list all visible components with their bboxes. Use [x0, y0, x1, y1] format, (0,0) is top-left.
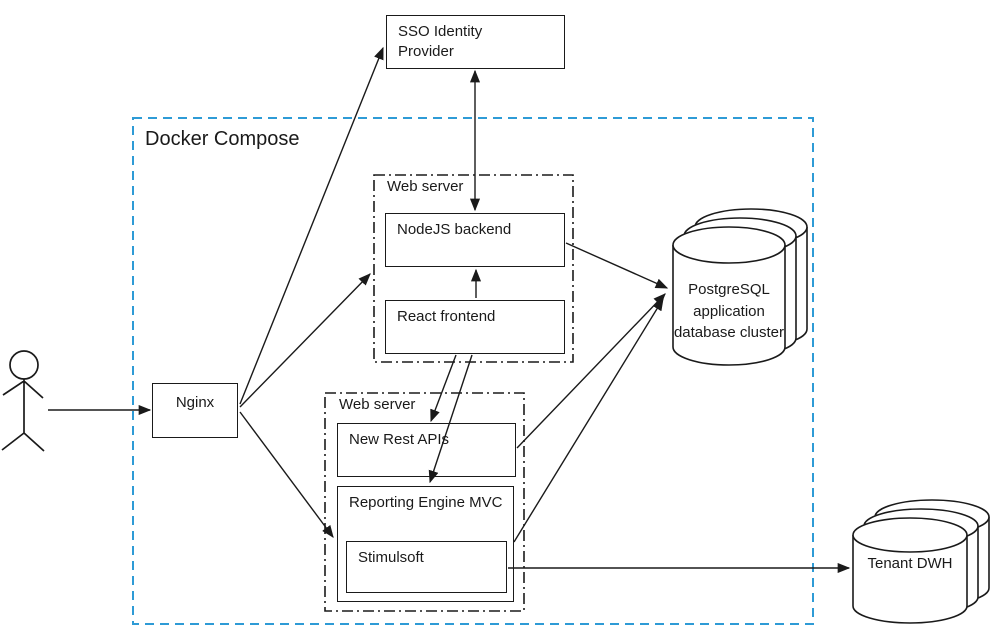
node-new-rest-apis: New Rest APIs — [337, 423, 516, 477]
node-sso-identity-provider: SSO Identity Provider — [386, 15, 565, 69]
postgres-database-label: PostgreSQL application database cluster — [673, 281, 785, 341]
node-sso-label: SSO Identity Provider — [398, 23, 483, 60]
node-reporting-label: Reporting Engine MVC — [349, 494, 503, 511]
node-nginx: Nginx — [152, 383, 238, 438]
web-server-1-label: Web server — [387, 178, 464, 195]
node-react-label: React frontend — [397, 308, 496, 325]
node-nodejs-backend: NodeJS backend — [385, 213, 565, 267]
node-react-frontend: React frontend — [385, 300, 565, 354]
docker-compose-label: Docker Compose — [145, 128, 300, 150]
node-nodejs-label: NodeJS backend — [397, 221, 512, 238]
node-stimulsoft-label: Stimulsoft — [358, 549, 424, 566]
node-nginx-label: Nginx — [175, 394, 215, 411]
web-server-2-label: Web server — [339, 396, 416, 413]
node-stimulsoft: Stimulsoft — [346, 541, 507, 593]
node-newrest-label: New Rest APIs — [349, 431, 450, 448]
tenant-dwh-label: Tenant DWH — [867, 555, 953, 572]
